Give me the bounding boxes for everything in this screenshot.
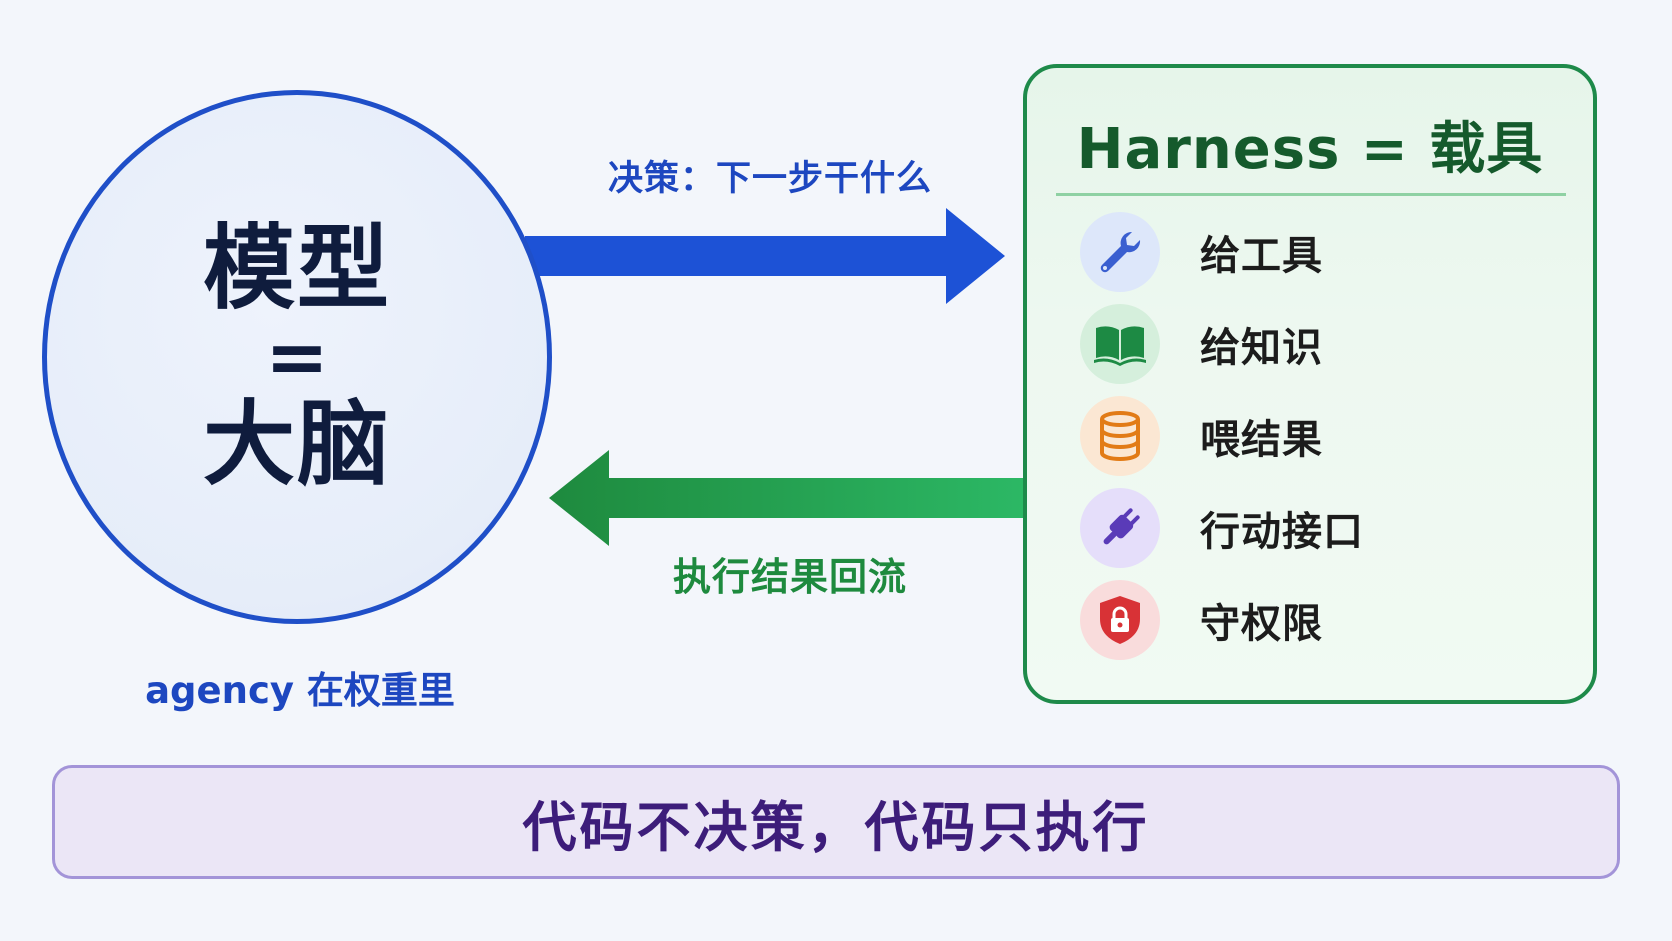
plug-icon [1080,488,1160,568]
harness-item-action-interface: 行动接口 [1080,487,1550,569]
agency-caption: agency 在权重里 [145,669,455,712]
brain-line-equals: = [265,312,329,401]
harness-item-label: 喂结果 [1200,417,1323,463]
decision-label: 决策：下一步干什么 [607,159,932,199]
harness-item-label: 给工具 [1200,233,1323,279]
harness-divider [1056,193,1566,196]
principle-banner [52,765,1620,879]
brain-line-model: 模型 [202,215,391,322]
decision-arrow [525,208,1005,304]
shield-lock-icon [1080,580,1160,660]
principle-text: 代码不决策，代码只执行 [522,795,1150,859]
book-icon [1080,304,1160,384]
wrench-icon [1080,212,1160,292]
model-brain-label: 模型 = 大脑 [42,90,552,624]
harness-item-knowledge: 给知识 [1080,303,1550,385]
harness-item-permissions: 守权限 [1080,579,1550,661]
brain-line-brain: 大脑 [202,391,391,498]
database-icon [1080,396,1160,476]
harness-item-label: 给知识 [1200,325,1323,371]
harness-item-feed-results: 喂结果 [1080,395,1550,477]
harness-item-label: 守权限 [1200,601,1323,647]
model-brain-circle [42,90,552,624]
harness-item-tools: 给工具 [1080,211,1550,293]
result-return-label: 执行结果回流 [672,555,907,599]
harness-item-label: 行动接口 [1200,509,1364,555]
harness-title: Harness = 载具 [1076,117,1544,182]
result-return-arrow [549,450,1026,546]
